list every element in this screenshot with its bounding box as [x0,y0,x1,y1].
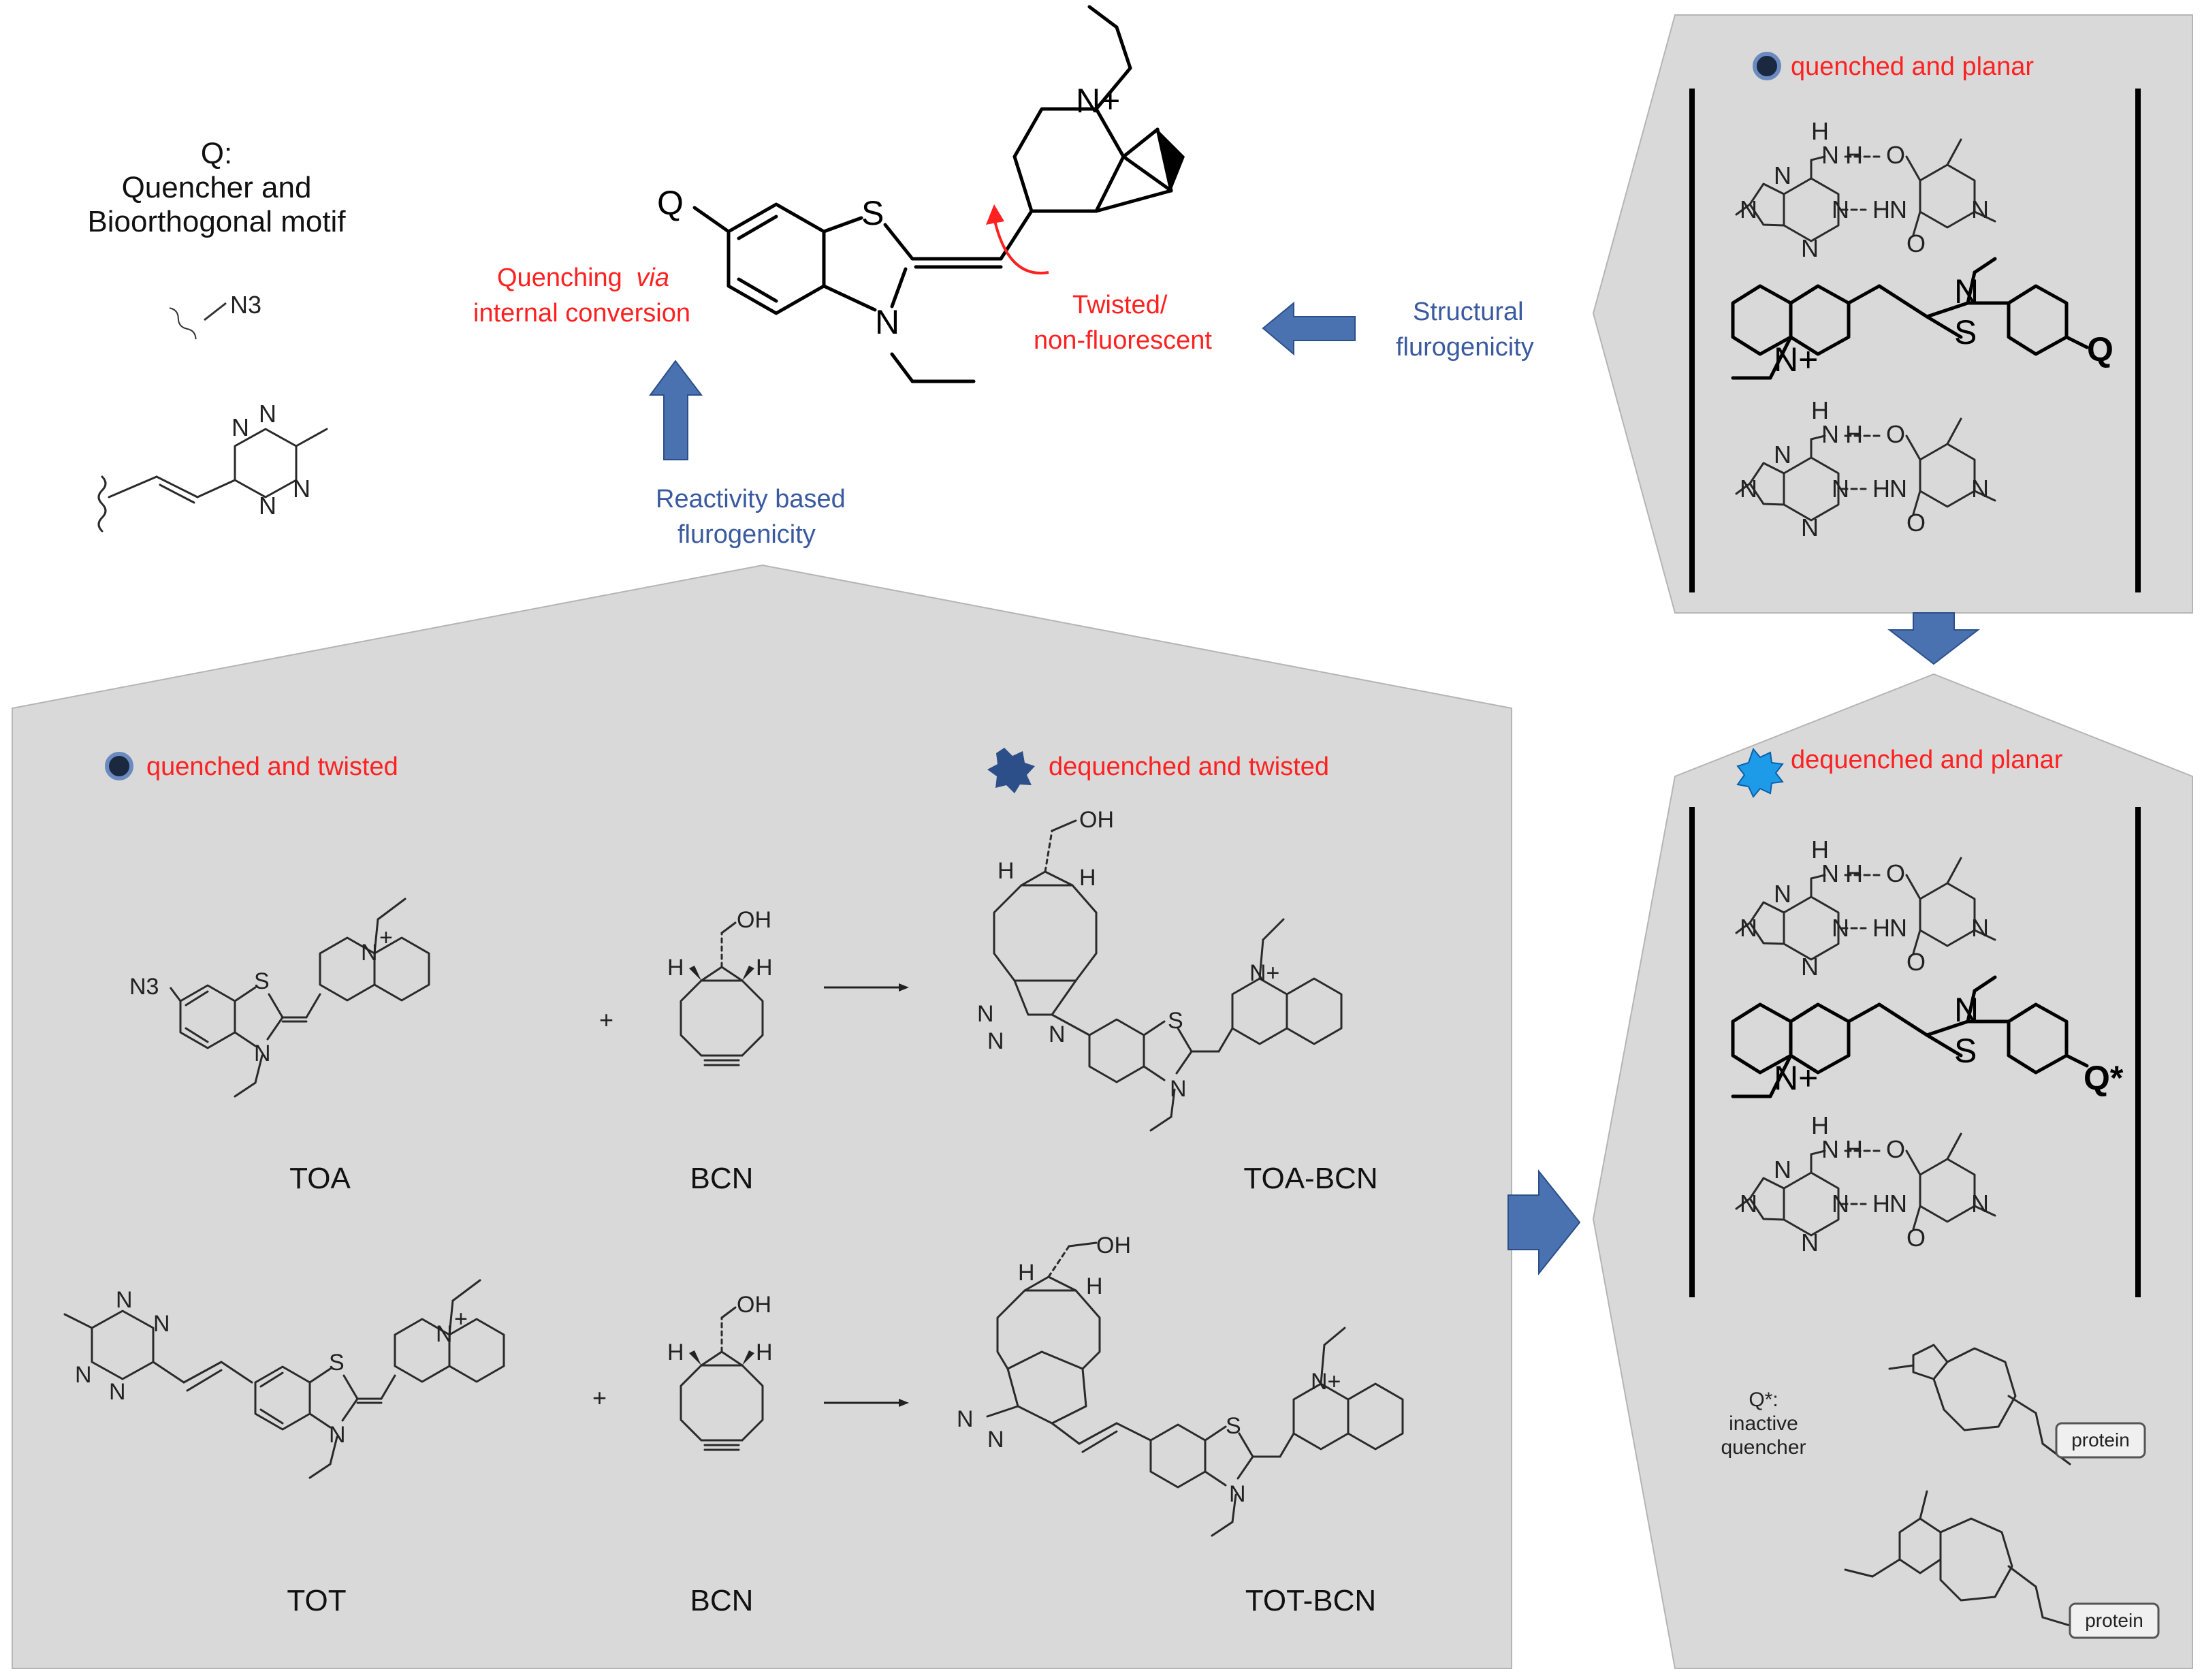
intercalated-dye-bottom [1731,975,2089,1098]
tot-n3: N [75,1362,92,1388]
tot-bcn-n1: N [957,1406,974,1432]
protein-label-1: protein [2071,1429,2130,1451]
toa-bcn-oh: OH [1079,807,1114,833]
qstar-label-1: Q*: [1749,1389,1778,1411]
label-tot-bcn: TOT-BCN [1245,1584,1376,1617]
legend-q-label: Q: [201,137,232,170]
center-atom-q: Q [657,184,684,222]
dye-top-q: Q [2087,330,2113,368]
status-quenched-planar: quenched and planar [1791,52,2034,81]
center-atom-n: N [875,303,899,341]
label-toa: TOA [289,1162,351,1195]
status-quenched-twisted: quenched and twisted [146,752,398,781]
legend-azide: N3 [169,291,261,340]
dye-bottom-nplus: N+ [1774,1059,1818,1097]
tot-tetrazine-part [63,1310,253,1392]
panel-quenched-planar [1592,14,2193,614]
toa-bcn-n1: N [977,1001,994,1027]
plus-row2: + [592,1384,607,1412]
toa-n3: N3 [129,974,159,1000]
protein-box-1 [2055,1422,2146,1459]
status-dequenched-twisted: dequenched and twisted [1049,752,1329,781]
azide-label: N3 [230,291,261,319]
inactive-pyridazine-product [1844,1490,2078,1629]
arrow-reactivity [649,360,703,460]
qstar-label-2: inactive [1729,1412,1798,1435]
toa-bcn-h2: H [1079,865,1096,891]
tot-n2: N [153,1311,170,1337]
dye-top-s: S [1954,313,1977,351]
toa-bcn-structure [993,819,1343,1132]
tz-n1: N [232,413,249,441]
plus-row1: + [599,1006,613,1034]
dye-bottom-n: N [1954,991,1979,1029]
tot-bcn-h2: H [1086,1273,1103,1299]
label-quenching-via: Quenching via [497,264,669,292]
label-reactivity: Reactivity based [656,485,846,513]
legend-q-line2: Bioorthogonal motif [87,205,346,238]
tz-n2: N [259,400,276,428]
tot-n1: N [116,1287,133,1313]
intercalated-dye-top [1731,257,2089,380]
tz-n4: N [293,475,310,503]
label-structural: Structural [1413,298,1524,326]
qstar-label-3: quencher [1721,1436,1806,1459]
tot-bcn-h1: H [1018,1260,1035,1286]
toa-bcn-n3: N [1049,1021,1066,1047]
tot-bcn-oh: OH [1096,1233,1131,1258]
label-toa-bcn: TOA-BCN [1243,1162,1377,1195]
dye-bottom-qstar: Q* [2084,1059,2124,1097]
rotation-arrow [993,217,1049,274]
toa-bcn-n4: N [1170,1076,1187,1102]
toa-bcn-h1: H [998,858,1015,884]
label-tot: TOT [287,1584,346,1617]
toa-bcn-s: S [1168,1008,1183,1034]
tot-bcn-nplus: N+ [1311,1369,1341,1395]
marker-quenched-planar [1753,52,1781,80]
center-atom-s: S [861,194,884,232]
dye-top-nplus: N+ [1774,340,1818,379]
label-internal-conversion: internal conversion [473,299,690,328]
label-reactivity-flurogenicity: flurogenicity [677,520,816,549]
center-atom-nplus: N+ [1076,82,1120,120]
label-non-fluorescent: non-fluorescent [1034,326,1212,355]
tot-bcn-structure [986,1241,1404,1537]
protein-label-2: protein [2085,1610,2143,1631]
center-dye-structure [692,5,1173,383]
toa-bcn-nplus: N+ [1249,960,1279,986]
tot-n4: N [109,1379,126,1405]
label-bcn-row1: BCN [690,1162,754,1195]
dye-top-n: N [1954,272,1979,311]
panel-reactivity [12,564,1512,1669]
panel-dequenched-planar [1592,673,2193,1669]
status-dequenched-planar: dequenched and planar [1791,746,2063,774]
rotation-arrowhead [986,204,1004,225]
marker-dequenched-planar [1736,748,1784,798]
legend-tetrazine: N N N N [97,400,328,533]
arrow-structural [1262,301,1356,356]
protein-box-2 [2069,1602,2160,1639]
legend-q-line1: Quencher and [122,171,312,204]
tz-n3: N [259,492,276,520]
tot-bcn-s: S [1226,1413,1241,1439]
arrow-down-right [1887,612,1980,665]
arrow-right-bottom [1507,1169,1581,1275]
dye-bottom-s: S [1954,1032,1977,1070]
tot-bcn-n3: N [1229,1481,1246,1507]
label-structural-flurogenicity: flurogenicity [1396,333,1534,362]
label-bcn-row2: BCN [690,1584,754,1617]
center-wedge [1158,129,1185,191]
marker-quenched-twisted [105,752,133,780]
label-twisted: Twisted/ [1072,291,1168,319]
tot-bcn-n2: N [987,1427,1004,1453]
marker-dequenched-twisted [987,748,1035,793]
toa-bcn-n2: N [987,1028,1004,1054]
